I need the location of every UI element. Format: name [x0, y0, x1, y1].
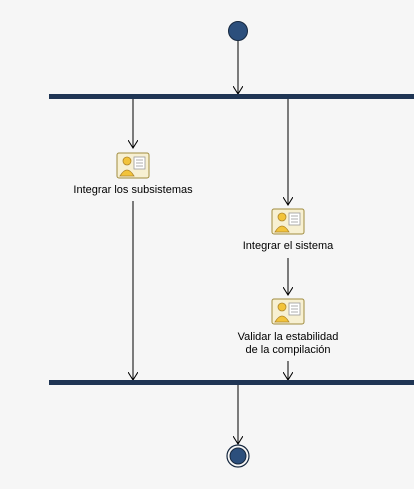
person-document-icon[interactable] [271, 298, 305, 325]
activity-label-integrar-sistema: Integrar el sistema [228, 240, 348, 253]
join-bar[interactable] [49, 380, 414, 385]
person-document-icon[interactable] [271, 208, 305, 235]
activity-label-line-2: de la compilación [245, 344, 331, 356]
activity-label-text: Integrar el sistema [242, 240, 334, 252]
initial-node[interactable] [228, 21, 248, 41]
fork-bar[interactable] [49, 94, 414, 99]
person-document-icon[interactable] [116, 152, 150, 179]
final-node[interactable] [226, 444, 250, 468]
activity-label-integrar-subsistemas: Integrar los subsistemas [60, 184, 206, 197]
activity-label-validar: Validar la estabilidad de la compilación [218, 331, 358, 357]
activity-label-text: Integrar los subsistemas [73, 184, 193, 196]
activity-label-line-1: Validar la estabilidad [237, 331, 339, 343]
